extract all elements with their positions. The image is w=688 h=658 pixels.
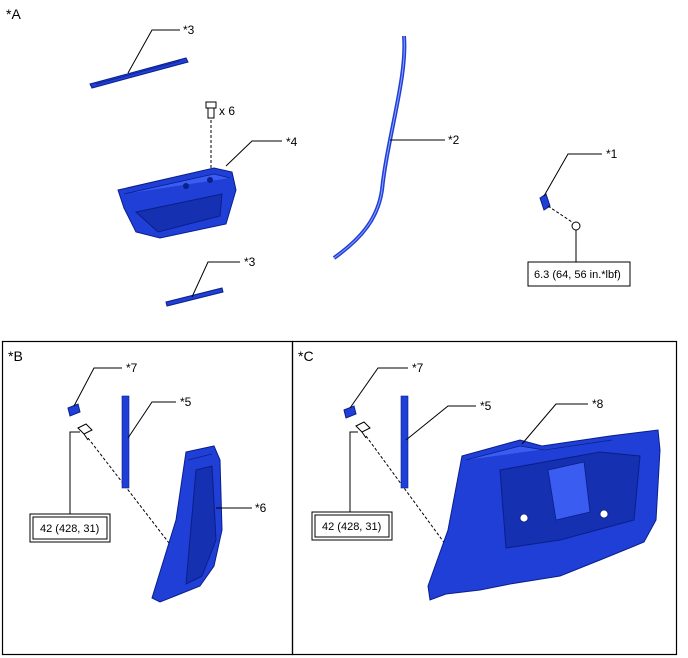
torque-box-b-inner — [32, 516, 108, 540]
torque-b: 42 (428, 31) — [40, 523, 99, 535]
torque-c: 42 (428, 31) — [322, 521, 381, 533]
part-5-strip-b — [121, 395, 130, 489]
part-8-quarter-trim — [427, 429, 661, 601]
section-c-label: *C — [298, 348, 314, 364]
torque-a: 6.3 (64, 56 in.*lbf) — [534, 269, 621, 281]
callout-2: *2 — [448, 133, 460, 147]
callout-1: *1 — [606, 147, 618, 161]
bolt-icon-x6 — [205, 101, 217, 119]
callout-7-b: *7 — [126, 361, 138, 375]
part-4-step-cover — [117, 167, 237, 239]
leader-5-b — [127, 401, 176, 439]
callout-5-c: *5 — [480, 399, 492, 413]
bolt-icon-c — [355, 421, 371, 439]
bolt-icon-1 — [571, 221, 581, 262]
bolt-icon-b — [77, 423, 93, 441]
leader-8 — [521, 403, 588, 445]
callout-6: *6 — [255, 501, 267, 515]
leader-7-b — [73, 367, 122, 407]
callout-5-b: *5 — [180, 395, 192, 409]
callout-3-top: *3 — [183, 23, 195, 37]
section-a-label: *A — [6, 6, 21, 22]
torque-box-c-inner — [314, 514, 390, 538]
leader-3-bottom — [191, 261, 240, 298]
callout-7-c: *7 — [412, 361, 424, 375]
dash-1-to-bolt — [547, 205, 573, 223]
quantity-label: x 6 — [219, 104, 235, 118]
leader-7-c — [349, 367, 408, 409]
leader-torque-b — [69, 431, 80, 514]
leader-4 — [225, 140, 282, 167]
section-b-label: *B — [8, 348, 23, 364]
part-3-bottom-strip — [165, 287, 224, 307]
leader-torque-c — [349, 431, 358, 514]
part-1-bracket — [539, 193, 551, 211]
leader-3-top — [127, 29, 180, 74]
leader-5-c — [405, 405, 476, 441]
part-2-weatherstrip — [332, 35, 407, 260]
part-5-strip-c — [400, 395, 409, 489]
callout-4: *4 — [286, 135, 298, 149]
callout-8: *8 — [592, 397, 604, 411]
torque-box-a — [527, 261, 631, 287]
section-c-frame — [291, 340, 678, 656]
leader-1 — [543, 153, 602, 197]
part-6-pillar-garnish — [151, 445, 223, 603]
callout-3-bottom: *3 — [244, 255, 256, 269]
section-b-frame — [1, 340, 294, 656]
part-3-top-strip — [89, 57, 189, 89]
